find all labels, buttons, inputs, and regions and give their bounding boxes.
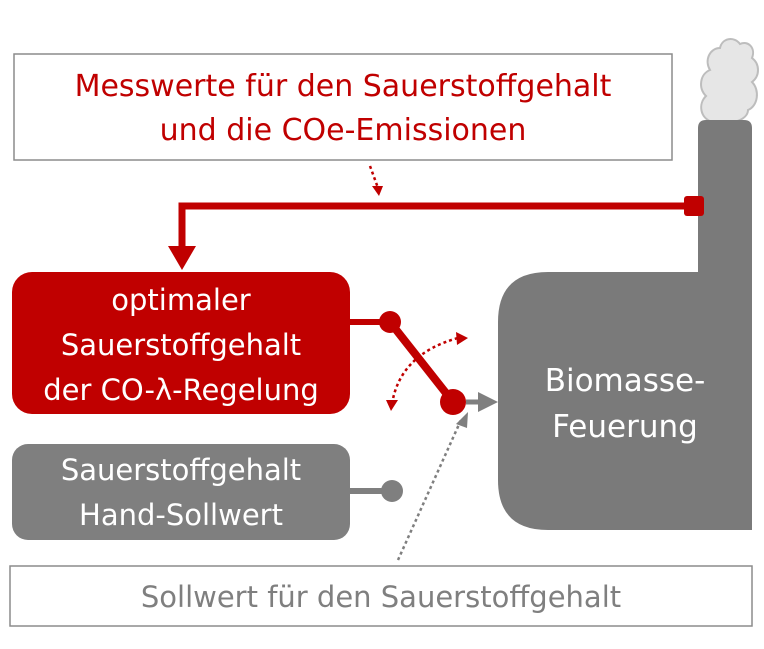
optimal-label-line1: optimaler bbox=[111, 283, 250, 317]
smoke-cloud-icon bbox=[700, 38, 759, 125]
measurement-label-line1: Messwerte für den Sauerstoffgehalt bbox=[75, 69, 612, 104]
furnace-label-line1: Biomasse- bbox=[545, 363, 706, 399]
optimal-box bbox=[12, 272, 350, 414]
optimal-label-line3: der CO-λ-Regelung bbox=[43, 373, 319, 407]
manual-label-line1: Sauerstoffgehalt bbox=[61, 453, 301, 487]
measurement-label-line2: und die COe-Emissionen bbox=[160, 113, 527, 148]
setpoint-pointer bbox=[396, 419, 463, 561]
setpoint-label: Sollwert für den Sauerstoffgehalt bbox=[141, 580, 621, 614]
setpoint-pointer-head bbox=[456, 412, 468, 428]
measurement-pointer bbox=[368, 165, 380, 189]
measurement-box bbox=[13, 53, 673, 161]
manual-box bbox=[12, 444, 350, 540]
feedback-line bbox=[168, 196, 704, 270]
manual-label-line2: Hand-Sollwert bbox=[79, 498, 283, 532]
toggle-switch-icon bbox=[350, 311, 498, 502]
optimal-label-line2: Sauerstoffgehalt bbox=[61, 328, 301, 362]
measurement-pointer-head bbox=[372, 186, 383, 196]
setpoint-box bbox=[9, 565, 753, 627]
furnace-block bbox=[498, 272, 752, 530]
furnace-label-line2: Feuerung bbox=[552, 409, 698, 445]
